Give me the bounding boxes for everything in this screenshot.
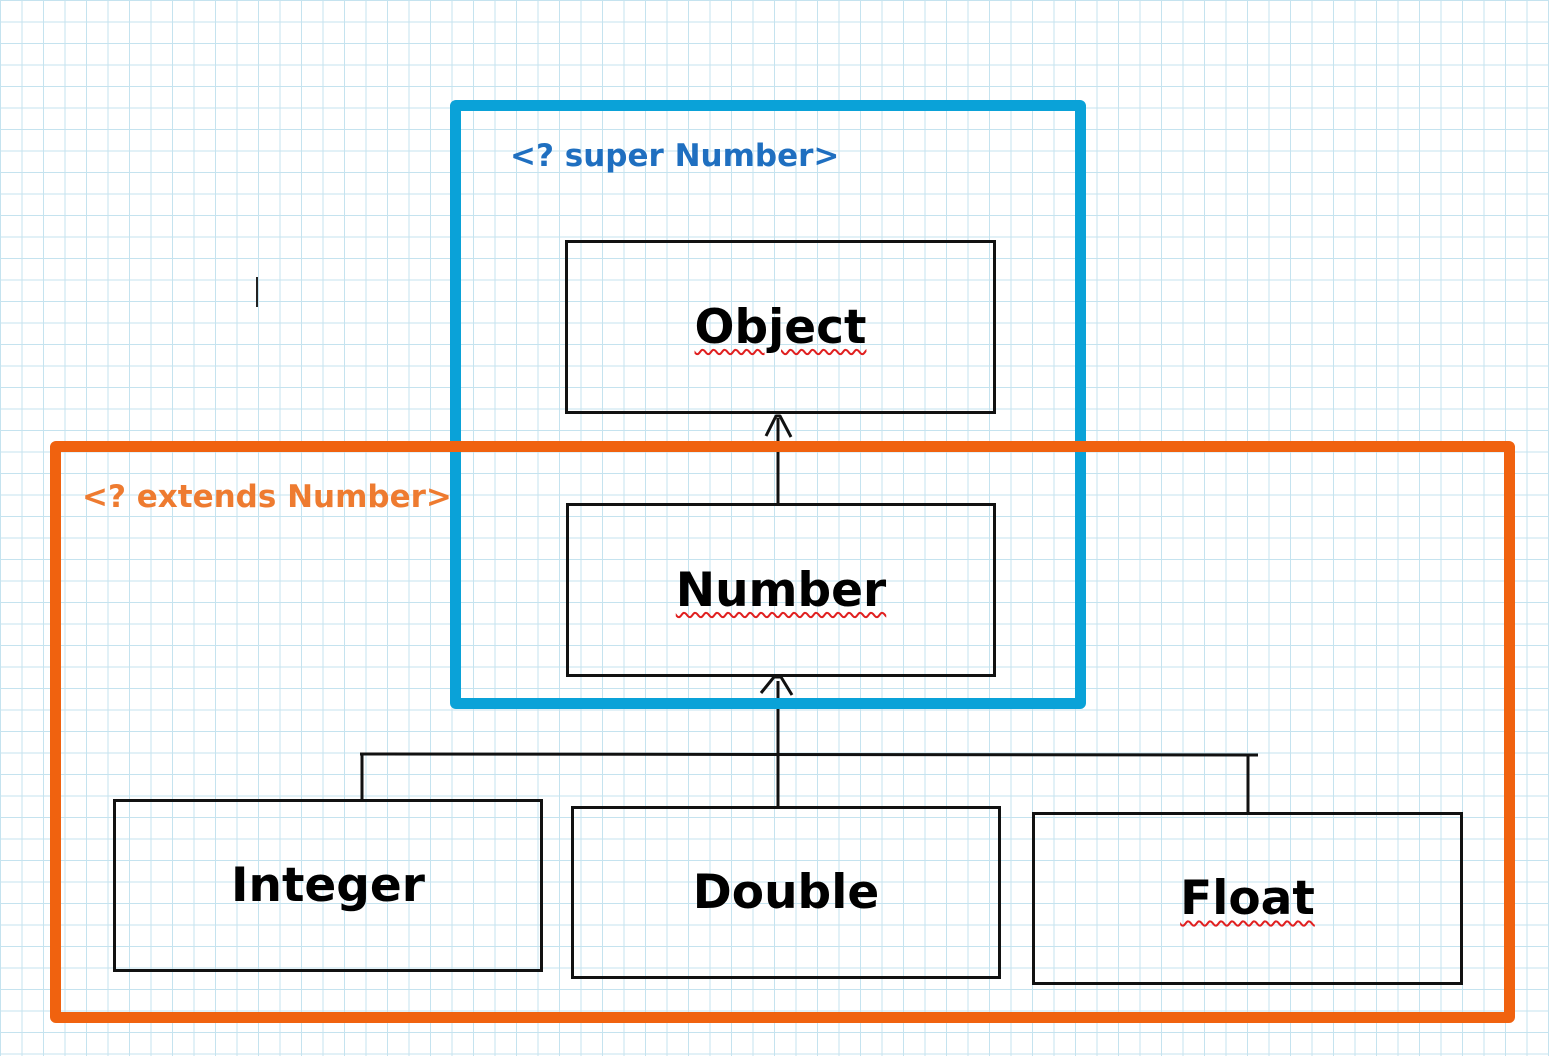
class-number-box: Number bbox=[566, 503, 996, 677]
class-object-name: Object bbox=[694, 299, 867, 355]
class-number-name: Number bbox=[675, 562, 887, 618]
arrowhead-number bbox=[759, 675, 794, 696]
edge-bus bbox=[359, 752, 1259, 757]
super-number-label-text: <? super Number> bbox=[510, 138, 840, 174]
text-cursor bbox=[256, 277, 258, 307]
extends-number-label: <? extends Number> bbox=[82, 479, 452, 515]
super-number-label: <? super Number> bbox=[510, 138, 839, 174]
class-double-box: Double bbox=[571, 806, 1001, 979]
class-integer-name: Integer bbox=[231, 858, 425, 913]
super-number-frame bbox=[450, 100, 1086, 709]
arrowhead-object bbox=[764, 414, 793, 438]
extends-number-frame bbox=[50, 441, 1515, 1023]
class-object-box: Object bbox=[565, 240, 996, 414]
extends-number-label-text: <? extends Number> bbox=[82, 479, 452, 515]
class-double-name: Double bbox=[692, 865, 880, 920]
class-integer-box: Integer bbox=[113, 799, 543, 972]
class-float-name: Float bbox=[1180, 871, 1315, 926]
class-float-box: Float bbox=[1032, 812, 1463, 985]
